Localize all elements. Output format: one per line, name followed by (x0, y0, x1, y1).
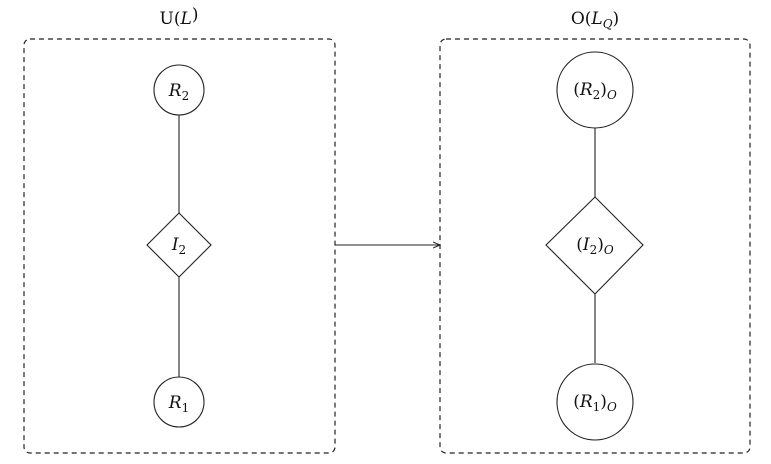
right-node-r1o-label: (R1)O (573, 392, 617, 414)
left-node-r2: R2 (153, 64, 205, 116)
right-panel: O(LQ) (R2)O (I2)O (R1)O (439, 9, 751, 454)
right-node-r2o: (R2)O (556, 51, 634, 129)
left-dashed-box (23, 38, 336, 454)
left-node-r2-label: R2 (168, 81, 189, 103)
right-node-i2o-label: (I2)O (576, 235, 614, 257)
right-dashed-box (439, 38, 751, 454)
left-node-i2: I2 (146, 212, 212, 278)
right-node-r2o-circle (556, 51, 634, 129)
right-panel-title: O(LQ) (571, 9, 619, 31)
left-node-r1-circle (153, 376, 205, 428)
right-node-r1o: (R1)O (556, 363, 634, 441)
right-node-r1o-circle (556, 363, 634, 441)
left-panel-title: U(L) (160, 5, 199, 29)
left-node-i2-label: I2 (171, 235, 186, 257)
left-node-r2-circle (153, 64, 205, 116)
left-node-r1-label: R1 (168, 393, 189, 415)
right-node-r2o-label: (R2)O (573, 80, 617, 102)
left-node-i2-diamond (146, 212, 212, 278)
left-node-r1: R1 (153, 376, 205, 428)
left-panel: U(L) R2 I2 R1 (23, 5, 336, 454)
right-node-i2o: (I2)O (545, 196, 644, 295)
right-node-i2o-diamond (545, 196, 644, 295)
